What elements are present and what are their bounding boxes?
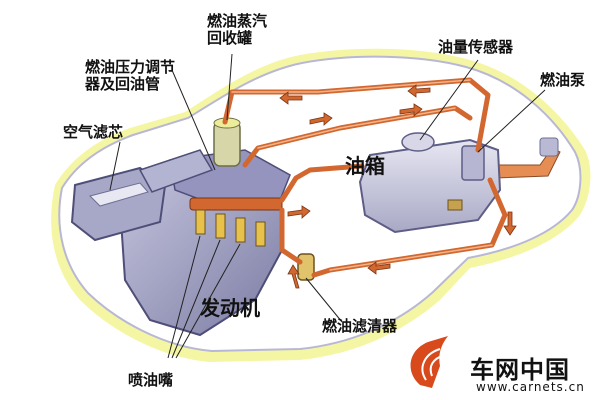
flow-arrow — [287, 264, 300, 289]
watermark-url: www.carnets.cn — [476, 380, 585, 394]
leader-lines — [109, 53, 546, 359]
injector — [215, 213, 226, 239]
leader-injector-3 — [175, 243, 241, 359]
leader-level-sensor — [419, 59, 479, 141]
filter-to-rail-line — [279, 207, 303, 265]
leader-vapor-canister — [226, 53, 233, 121]
injector-group — [195, 209, 266, 247]
flow-arrow — [399, 103, 423, 117]
sensor-float — [447, 199, 463, 211]
fuel-rail — [189, 197, 283, 211]
flow-arrow — [367, 261, 391, 275]
fuel-lines-highlight — [231, 79, 493, 271]
flow-arrow — [287, 205, 311, 219]
label-fuel-level-sensor: 油量传感器 — [438, 38, 514, 56]
fuel-pump-body — [461, 145, 485, 181]
flow-arrow — [407, 84, 431, 98]
fuel-filter — [297, 253, 315, 281]
carnets-logo — [410, 336, 448, 388]
label-injectors: 喷油嘴 — [128, 371, 174, 389]
label-fuel-filter: 燃油滤清器 — [322, 317, 398, 335]
label-air-filter: 空气滤芯 — [63, 123, 124, 141]
regulator-return-line — [279, 163, 365, 203]
watermark-brand: 车网中国 — [470, 356, 570, 384]
leader-fuel-pump — [477, 89, 546, 153]
injector — [235, 217, 246, 243]
flow-arrow — [309, 112, 333, 126]
label-fuel-tank: 油箱 — [345, 154, 385, 178]
label-fuel-pump: 燃油泵 — [540, 71, 586, 89]
leader-injector-2 — [171, 239, 221, 359]
label-vapor-canister: 燃油蒸汽 回收罐 — [207, 12, 268, 47]
leader-injector-1 — [167, 235, 201, 359]
label-engine: 发动机 — [200, 296, 260, 320]
air-filter-element — [89, 182, 149, 207]
air-intake-duct — [138, 149, 214, 193]
label-pressure-regulator: 燃油压力调节 器及回油管 — [85, 58, 176, 93]
injector — [255, 221, 266, 247]
leader-fuel-filter — [305, 277, 343, 323]
injector — [195, 209, 206, 235]
rear-end-cap — [539, 137, 559, 157]
flow-arrow — [503, 211, 517, 236]
leader-regulator — [171, 69, 216, 171]
flow-arrow — [279, 91, 303, 105]
fuel-level-sensor-cap — [401, 132, 435, 152]
flow-arrows — [279, 84, 517, 289]
leader-air-filter — [109, 141, 121, 191]
vapor-canister — [213, 121, 241, 167]
